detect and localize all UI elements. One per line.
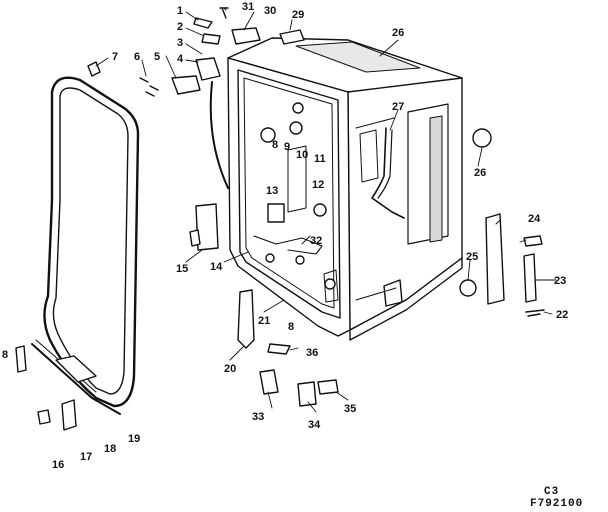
callout-36: 36 xyxy=(306,347,318,359)
callout-13: 13 xyxy=(266,185,278,197)
callout-8-tub: 8 xyxy=(272,139,278,151)
leader-lines xyxy=(95,7,557,413)
callout-30: 30 xyxy=(264,5,276,17)
part-23-strike xyxy=(523,253,537,303)
figure-code: F792100 xyxy=(530,498,584,510)
part-34-hinge xyxy=(297,381,317,407)
part-24-screw xyxy=(523,235,543,247)
part-6-screws xyxy=(139,77,159,97)
callout-18: 18 xyxy=(104,443,116,455)
door-trim-strips xyxy=(31,339,121,415)
callout-14: 14 xyxy=(210,261,223,273)
part-26-fitting xyxy=(472,128,492,148)
callout-23: 23 xyxy=(554,275,566,287)
callout-27: 27 xyxy=(392,101,404,113)
section-code: C3 xyxy=(544,486,560,498)
callout-31: 31 xyxy=(242,1,254,13)
part-16-nut xyxy=(37,409,51,425)
part-30-bracket xyxy=(231,27,261,45)
part-20-hinge-arm xyxy=(237,289,255,349)
callout-5: 5 xyxy=(154,51,160,63)
tub-assembly xyxy=(227,37,463,341)
callout-20: 20 xyxy=(224,363,236,375)
part-24-latch xyxy=(485,213,505,305)
callout-1: 1 xyxy=(177,5,183,17)
part-25-grommet xyxy=(459,279,477,297)
part-17-bracket xyxy=(61,399,77,431)
callout-25: 25 xyxy=(466,251,478,263)
callout-12: 12 xyxy=(312,179,324,191)
door-gasket xyxy=(43,76,140,408)
callout-8-left: 8 xyxy=(2,349,8,361)
callout-26-side: 26 xyxy=(474,167,486,179)
callout-33: 33 xyxy=(252,411,264,423)
callout-10: 10 xyxy=(296,149,308,161)
callout-19: 19 xyxy=(128,433,140,445)
callout-labels: 1 2 3 4 5 6 7 8 8 8 9 10 11 12 13 14 15 … xyxy=(2,1,568,471)
part-5-hinge xyxy=(171,75,201,95)
callout-6: 6 xyxy=(134,51,140,63)
part-2-clip xyxy=(201,33,221,45)
part-33-hinge xyxy=(259,369,279,395)
callout-21: 21 xyxy=(258,315,270,327)
callout-16: 16 xyxy=(52,459,64,471)
callout-2: 2 xyxy=(177,21,183,33)
callout-11: 11 xyxy=(314,153,326,165)
callout-32: 32 xyxy=(310,235,322,247)
callout-22: 22 xyxy=(556,309,568,321)
callout-7: 7 xyxy=(112,51,118,63)
callout-15: 15 xyxy=(176,263,188,275)
callout-34: 34 xyxy=(308,419,321,431)
part-22-screw xyxy=(525,309,545,317)
part-35-hinge xyxy=(317,379,339,395)
part-36-clip xyxy=(267,343,291,355)
callout-35: 35 xyxy=(344,403,356,415)
callout-9: 9 xyxy=(284,141,290,153)
part-3-rod xyxy=(209,81,229,189)
callout-17: 17 xyxy=(80,451,92,463)
callout-8-base: 8 xyxy=(288,321,294,333)
part-1-clip xyxy=(193,17,213,29)
callout-3: 3 xyxy=(177,37,183,49)
part-4-bracket xyxy=(195,57,221,81)
callout-26-top: 26 xyxy=(392,27,404,39)
callout-4: 4 xyxy=(177,53,184,65)
part-29-vent xyxy=(279,29,305,45)
callout-29: 29 xyxy=(292,9,304,21)
callout-24: 24 xyxy=(528,213,541,225)
part-31-screw xyxy=(219,7,229,19)
part-8-fastener xyxy=(15,345,27,373)
